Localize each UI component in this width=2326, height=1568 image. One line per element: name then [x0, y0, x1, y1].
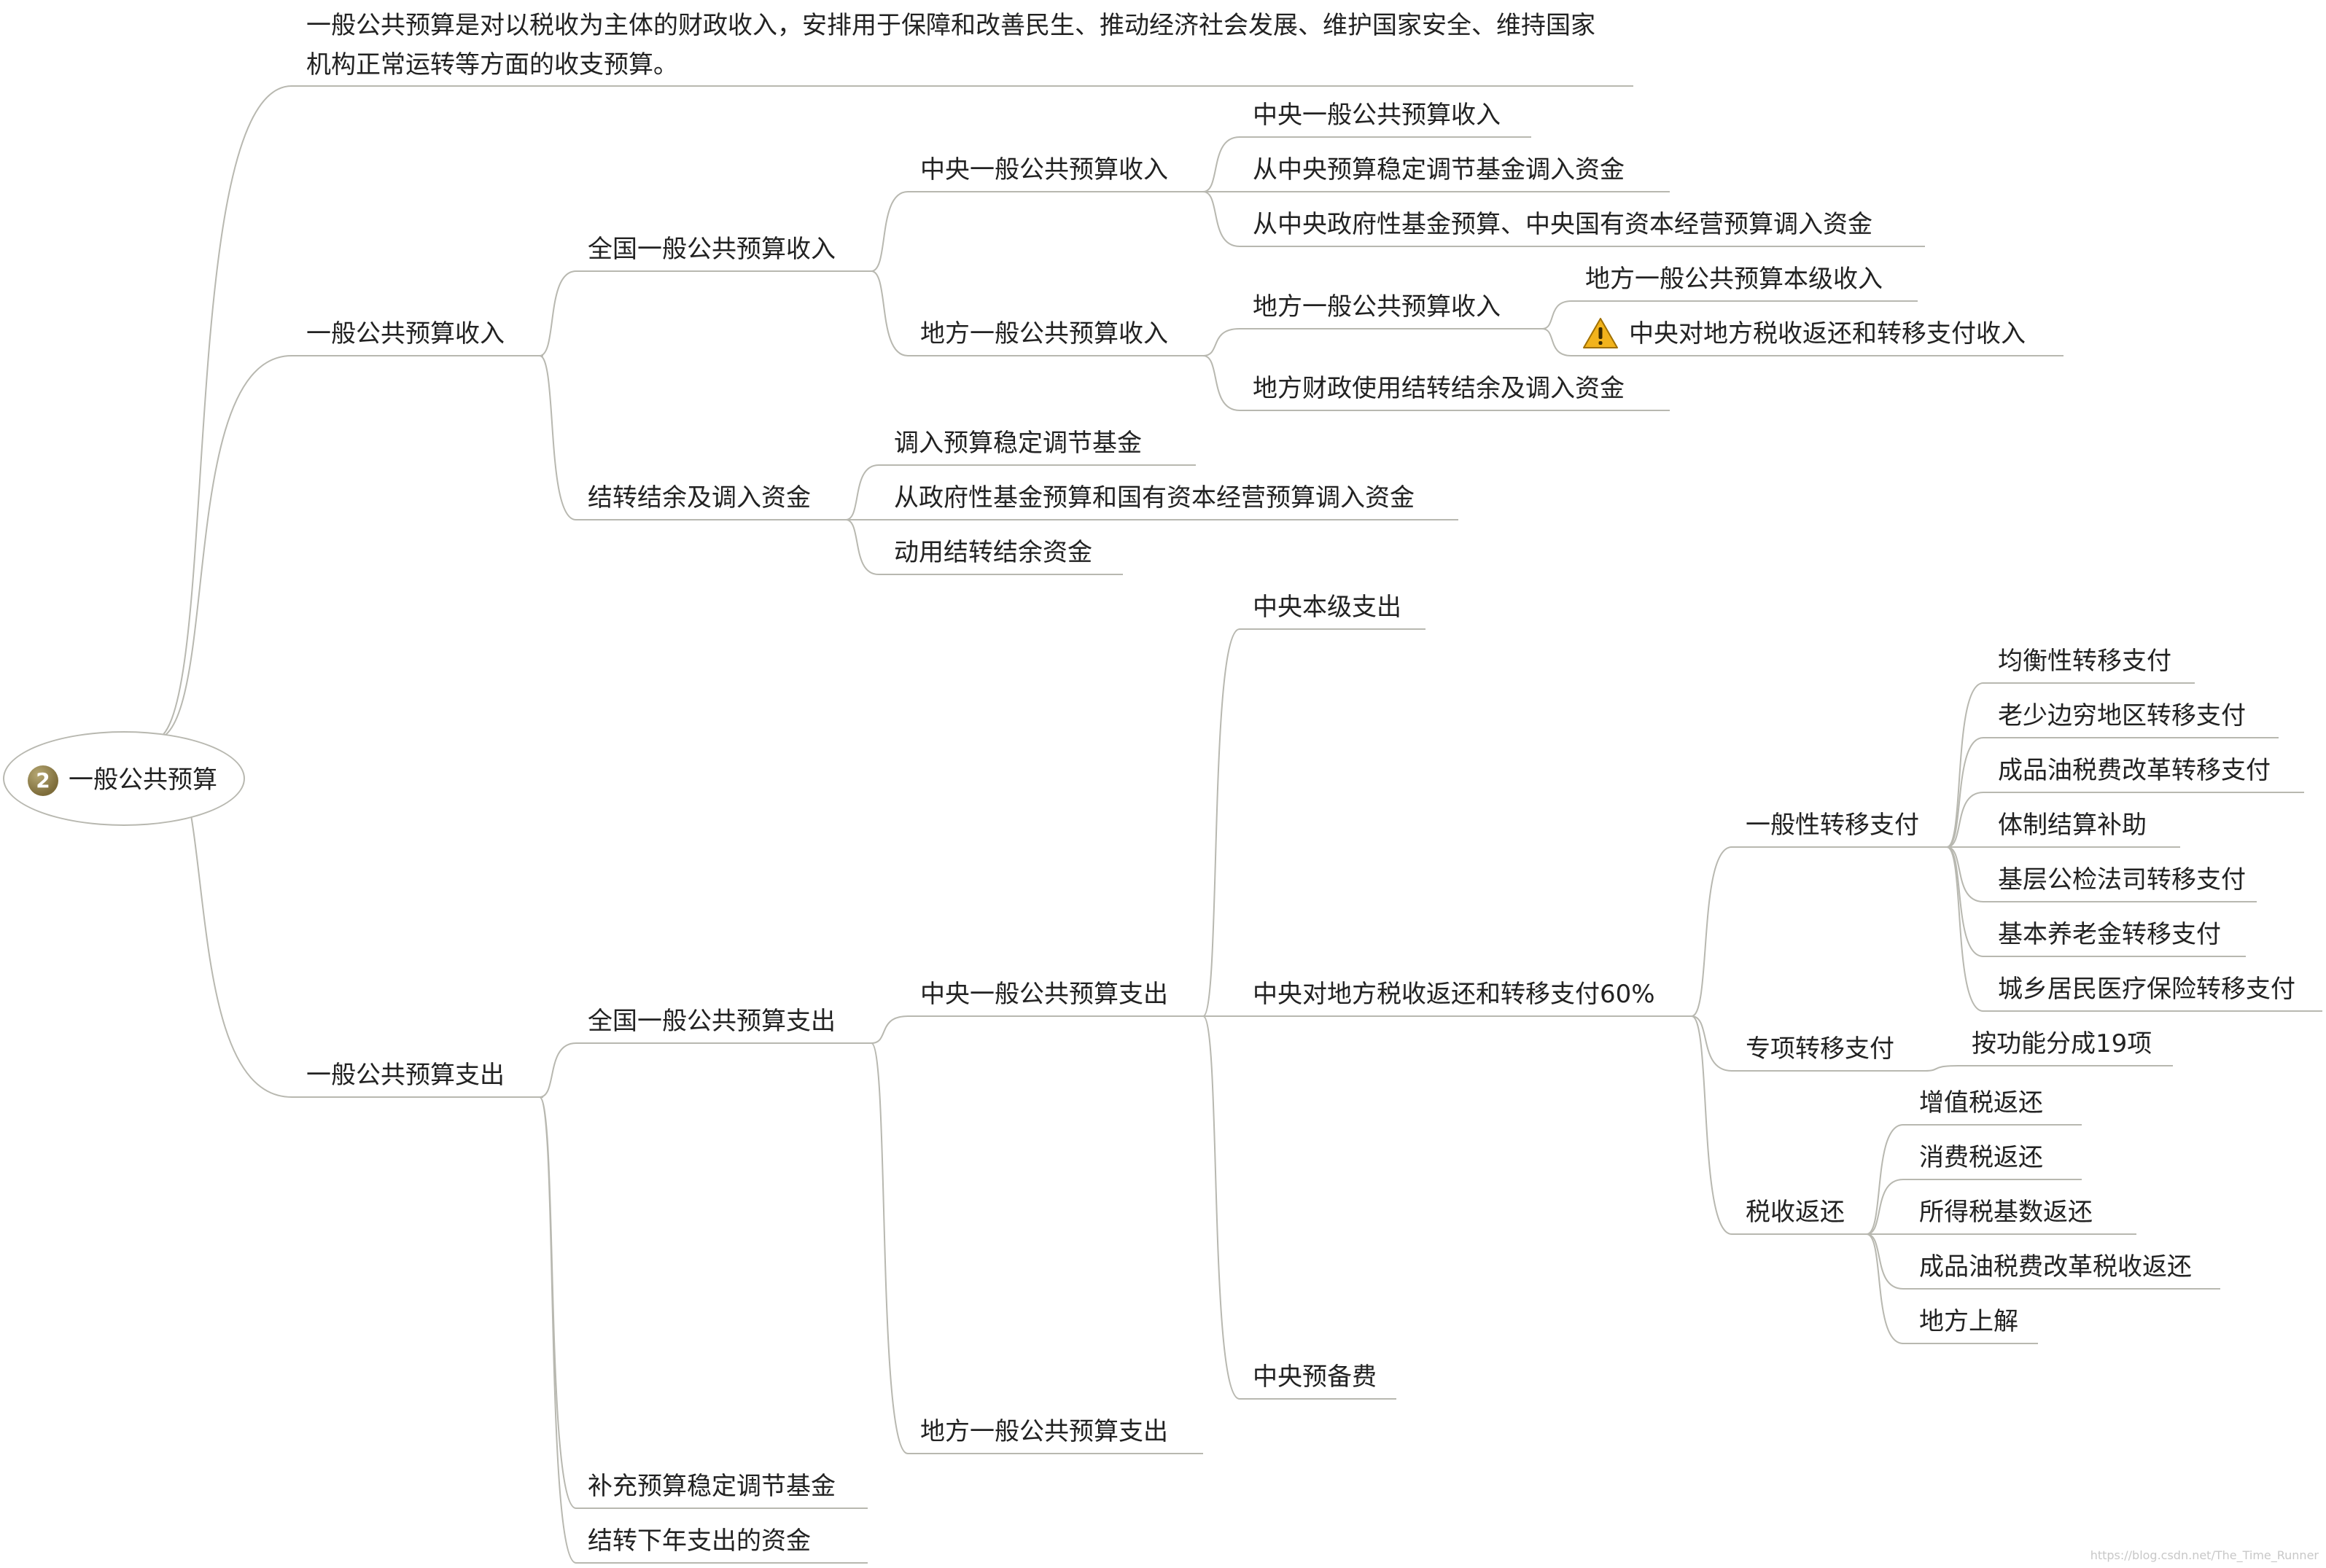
local-revenue-item[interactable]: 中央对地方税收返还和转移支付收入	[1629, 319, 2026, 348]
general-transfer-item[interactable]: 均衡性转移支付	[1998, 647, 2171, 676]
tax-return-item[interactable]: 地方上解	[1919, 1307, 2018, 1336]
special-transfer-item[interactable]: 按功能分成19项	[1972, 1029, 2152, 1058]
central-expenditure-node[interactable]: 中央一般公共预算支出	[920, 980, 1168, 1009]
tax-return-item[interactable]: 所得税基数返还	[1919, 1198, 2093, 1227]
national-expenditure-node[interactable]: 全国一般公共预算支出	[588, 1007, 836, 1036]
watermark: https://blog.csdn.net/The_Time_Runner	[2090, 1548, 2319, 1562]
priority-badge-icon: 2	[28, 765, 58, 796]
revenue-node[interactable]: 一般公共预算收入	[306, 319, 505, 348]
local-revenue-node[interactable]: 地方一般公共预算收入	[920, 319, 1168, 348]
tax-return-item[interactable]: 成品油税费改革税收返还	[1919, 1252, 2192, 1282]
general-transfer-item[interactable]: 基本养老金转移支付	[1998, 920, 2221, 949]
central-revenue-item[interactable]: 从中央预算稳定调节基金调入资金	[1253, 155, 1625, 184]
central-own-expenditure-node[interactable]: 中央本级支出	[1253, 593, 1401, 622]
special-transfer-node[interactable]: 专项转移支付	[1746, 1034, 1894, 1064]
description-text: 一般公共预算是对以税收为主体的财政收入，安排用于保障和改善民生、推动经济社会发展…	[306, 11, 1595, 79]
local-revenue-sub-node[interactable]: 地方一般公共预算收入	[1253, 292, 1501, 321]
local-expenditure-node[interactable]: 地方一般公共预算支出	[920, 1417, 1168, 1446]
warning-icon	[1583, 318, 1618, 348]
carryover-item[interactable]: 从政府性基金预算和国有资本经营预算调入资金	[894, 483, 1415, 512]
central-reserve-node[interactable]: 中央预备费	[1253, 1362, 1377, 1392]
carryover-item[interactable]: 调入预算稳定调节基金	[894, 429, 1142, 458]
tax-return-node[interactable]: 税收返还	[1746, 1198, 1845, 1227]
carryover-item[interactable]: 动用结转结余资金	[894, 538, 1092, 567]
general-transfer-item[interactable]: 体制结算补助	[1998, 811, 2147, 840]
carryover-node[interactable]: 结转结余及调入资金	[588, 483, 811, 512]
carry-next-year-node[interactable]: 结转下年支出的资金	[588, 1526, 811, 1556]
supplement-fund-node[interactable]: 补充预算稳定调节基金	[588, 1472, 836, 1501]
central-revenue-item[interactable]: 中央一般公共预算收入	[1253, 101, 1501, 130]
central-revenue-item[interactable]: 从中央政府性基金预算、中央国有资本经营预算调入资金	[1253, 210, 1872, 239]
central-revenue-node[interactable]: 中央一般公共预算收入	[920, 155, 1168, 184]
tax-return-item[interactable]: 消费税返还	[1919, 1143, 2043, 1172]
root-node[interactable]: 2 一般公共预算	[3, 731, 245, 826]
root-label: 一般公共预算	[69, 765, 217, 795]
general-transfer-item[interactable]: 基层公检法司转移支付	[1998, 865, 2246, 894]
general-transfer-item[interactable]: 城乡居民医疗保险转移支付	[1998, 975, 2295, 1004]
general-transfer-node[interactable]: 一般性转移支付	[1746, 811, 1919, 840]
general-transfer-item[interactable]: 老少边穷地区转移支付	[1998, 701, 2246, 730]
general-transfer-item[interactable]: 成品油税费改革转移支付	[1998, 756, 2271, 785]
local-other-revenue-node[interactable]: 地方财政使用结转结余及调入资金	[1253, 374, 1625, 403]
tax-return-item[interactable]: 增值税返还	[1919, 1088, 2043, 1118]
expenditure-node[interactable]: 一般公共预算支出	[306, 1061, 505, 1090]
national-revenue-node[interactable]: 全国一般公共预算收入	[588, 235, 836, 264]
local-revenue-item[interactable]: 地方一般公共预算本级收入	[1585, 265, 1883, 294]
transfer-payment-node[interactable]: 中央对地方税收返还和转移支付60%	[1253, 980, 1655, 1009]
